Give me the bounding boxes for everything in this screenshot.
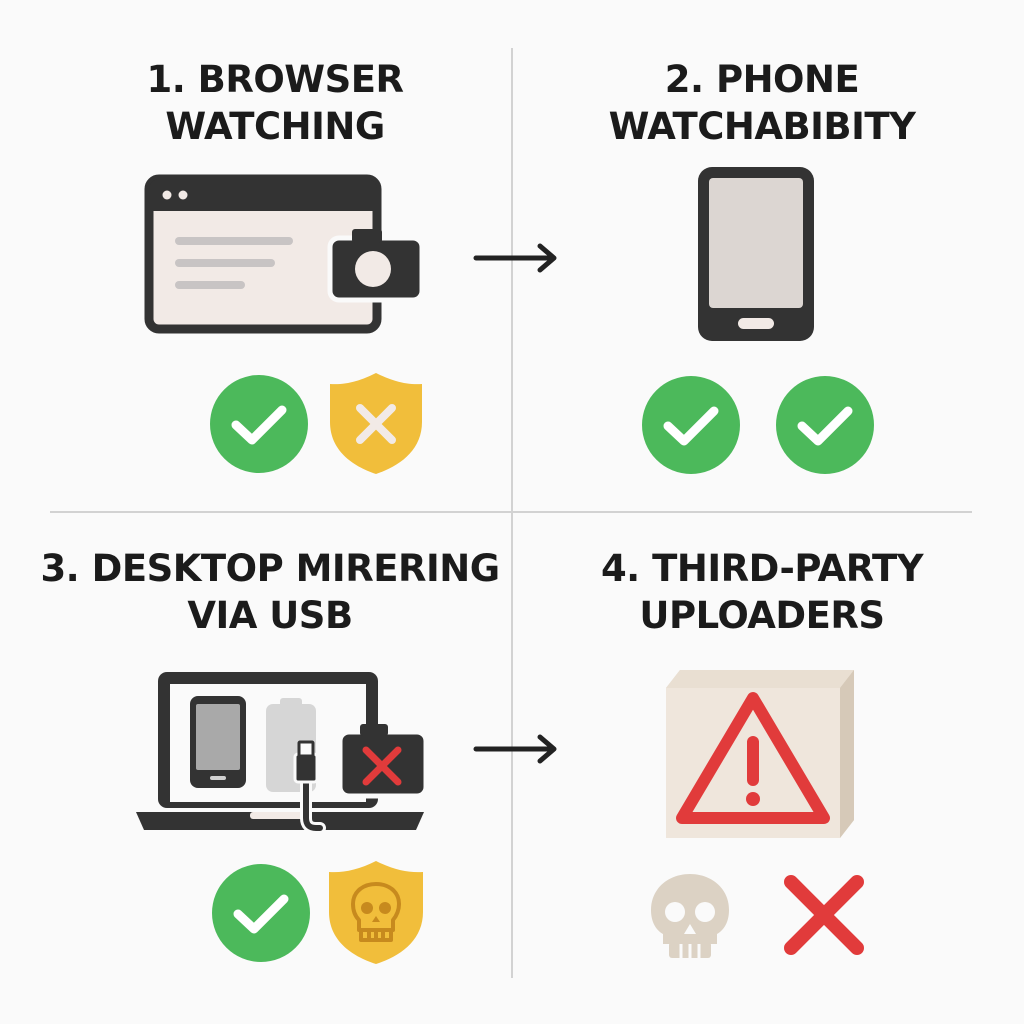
horizontal-divider [50,511,972,513]
panel-2-title-line-1: 2. PHONE [664,58,860,101]
panel-3-title: 3. DESKTOP MIRERING VIA USB [30,545,510,639]
panel-2-title-line-2: WATCHABIBITY [608,105,916,148]
warning-box-icon [666,670,854,838]
green-check-circle-icon [776,376,874,474]
panel-1-title-line-1: 1. BROWSER [146,58,404,101]
panel-4-title-line-2: UPLOADERS [639,594,885,637]
yellow-shield-x-icon [330,373,422,474]
arrow-right-icon [473,734,557,764]
beige-skull-icon [651,874,729,958]
green-check-circle-icon [210,375,308,473]
panel-3-title-line-2: VIA USB [187,594,353,637]
warning-triangle-icon [676,692,830,824]
laptop-mirroring-icon [136,672,429,834]
panel-1-title-line-2: WATCHING [165,105,385,148]
green-check-circle-icon [212,864,310,962]
vertical-divider [511,48,513,978]
blocked-camera-icon [337,724,429,799]
red-x-icon [784,875,864,955]
panel-1-title: 1. BROWSER WATCHING [60,56,490,150]
phone-icon [190,696,246,788]
panel-4-title-line-1: 4. THIRD-PARTY [600,547,924,590]
browser-window-icon [144,174,425,334]
panel-2-title: 2. PHONE WATCHABIBITY [532,56,992,150]
camera-icon [327,229,425,303]
panel-3-title-line-1: 3. DESKTOP MIRERING [40,547,500,590]
green-check-circle-icon [642,376,740,474]
smartphone-icon [698,167,814,341]
yellow-shield-skull-icon [329,861,423,964]
usb-plug-icon [293,740,326,834]
arrow-right-icon [473,243,557,273]
panel-4-title: 4. THIRD-PARTY UPLOADERS [532,545,992,639]
